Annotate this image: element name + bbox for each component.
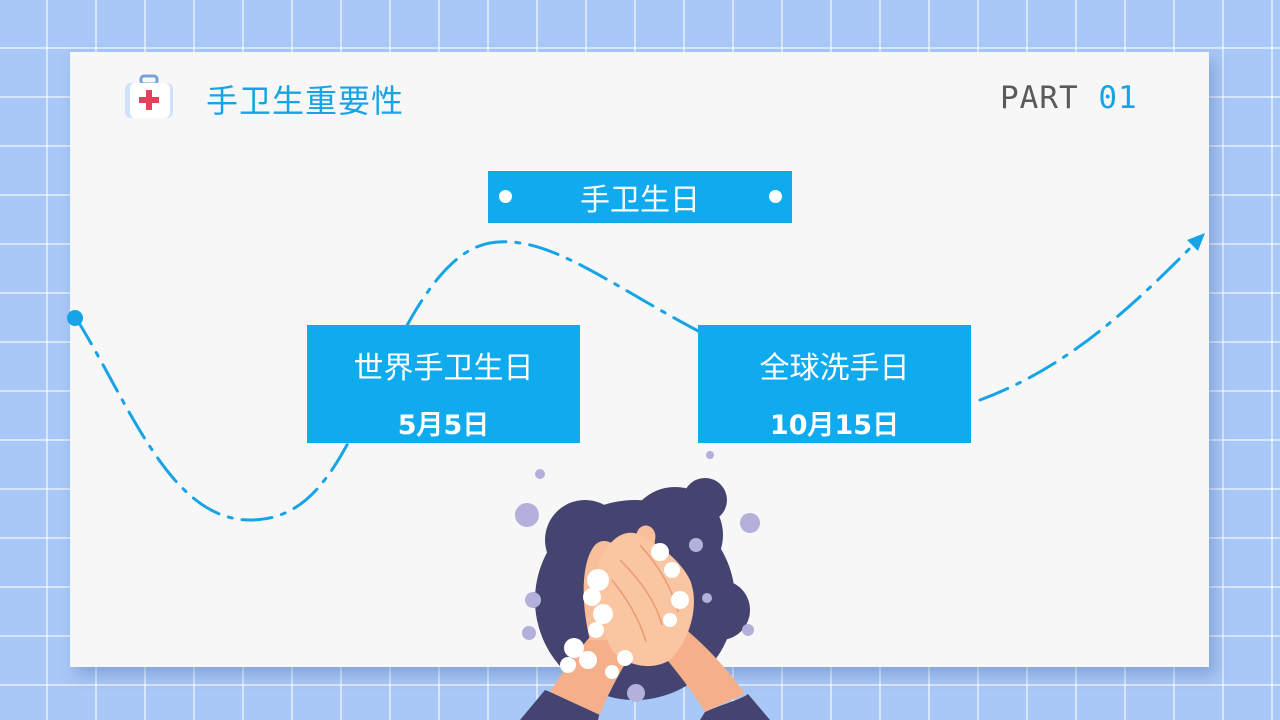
first-aid-kit-icon — [125, 74, 173, 118]
event-box-world-hand-hygiene-day: 世界手卫生日 5月5日 — [307, 325, 580, 443]
soap-foam — [560, 543, 689, 679]
part-number: 01 — [1098, 80, 1138, 116]
soap-bubbles — [515, 451, 760, 702]
bullet-dot-icon — [769, 190, 782, 203]
part-word: PART — [1000, 80, 1079, 116]
right-sleeve — [700, 694, 770, 720]
event-date: 10月15日 — [769, 410, 900, 441]
event-date: 5月5日 — [397, 410, 490, 441]
timeline-top-label: 手卫生日 — [580, 183, 700, 218]
timeline-arrow-icon — [1187, 233, 1205, 251]
left-sleeve — [520, 690, 600, 720]
event-name: 世界手卫生日 — [353, 351, 534, 386]
part-label: PART 01 — [1000, 80, 1138, 116]
event-name: 全球洗手日 — [759, 351, 910, 386]
page-title: 手卫生重要性 — [206, 82, 405, 120]
timeline-start-dot — [67, 310, 83, 326]
timeline-top-label-box: 手卫生日 — [488, 171, 792, 223]
bullet-dot-icon — [499, 190, 512, 203]
event-box-global-handwashing-day: 全球洗手日 10月15日 — [698, 325, 971, 443]
